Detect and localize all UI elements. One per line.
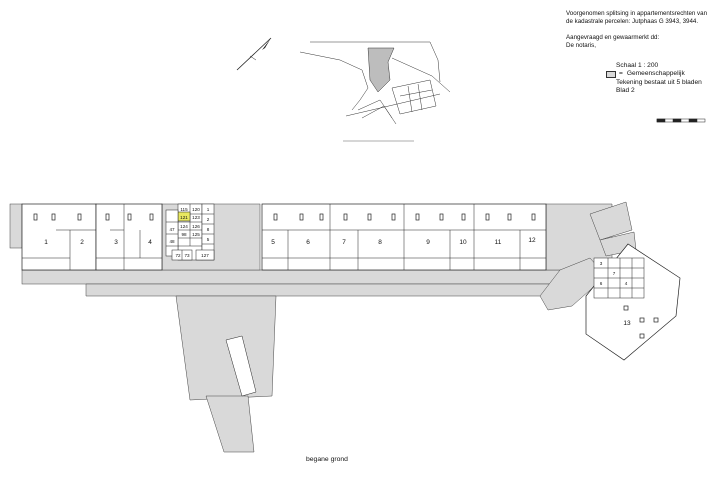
storage-label: 4 <box>625 281 628 286</box>
unit-label-10: 10 <box>459 239 467 246</box>
storage-label: 47 <box>169 227 175 232</box>
unit-label-9: 9 <box>426 239 430 246</box>
unit-label-5: 5 <box>271 239 275 246</box>
legend: Schaal 1 : 200 = Gemeenschappelijk Teken… <box>606 62 702 96</box>
storage-label: 124 <box>180 224 188 229</box>
title-line-1: Voorgenomen splitsing in appartementsrec… <box>566 10 708 17</box>
legend-common-row: = Gemeenschappelijk <box>606 70 702 79</box>
storage-label: 5 <box>207 237 210 242</box>
title-block: Voorgenomen splitsing in appartementsrec… <box>566 10 707 50</box>
title-line-4: De notaris, <box>566 42 596 49</box>
unit-label-1: 1 <box>44 239 48 246</box>
title-line-2: de kadastrale percelen: Jutphaas G 3943,… <box>566 18 699 25</box>
north-arrow-icon <box>236 37 272 71</box>
unit-1-2-block <box>21 203 97 271</box>
situation-map <box>299 41 451 125</box>
unit-label-2: 2 <box>80 239 84 246</box>
unit-label-11: 11 <box>495 239 502 246</box>
storage-label: 120 <box>192 207 200 212</box>
unit-label-6: 6 <box>306 239 310 246</box>
unit-labels: 1 2 3 4 5 6 7 8 9 10 11 12 13 <box>44 237 631 327</box>
scale-bar <box>656 118 706 123</box>
storage-label: 98 <box>181 232 187 237</box>
storage-label: 2 <box>207 217 210 222</box>
storage-labels: 115 120 121 123 1 124 126 2 47 48 98 125… <box>169 207 627 286</box>
legend-scale: Schaal 1 : 200 <box>616 62 659 69</box>
storage-label: 73 <box>184 253 190 258</box>
storage-label: 72 <box>175 253 181 258</box>
legend-sheets: Tekening bestaat uit 5 bladen <box>616 78 702 86</box>
unit-label-13: 13 <box>623 320 631 327</box>
unit-label-4: 4 <box>148 239 152 246</box>
unit-label-7: 7 <box>342 239 346 246</box>
common-swatch-icon <box>606 71 616 79</box>
storage-label: 48 <box>169 239 175 244</box>
storage-label: 1 <box>207 207 210 212</box>
floor-label: begane grond <box>306 456 348 463</box>
legend-sheet: Blad 2 <box>616 87 635 95</box>
storage-label: 7 <box>613 271 616 276</box>
interior-walls <box>22 203 645 397</box>
unit-label-8: 8 <box>378 239 382 246</box>
storage-label: 3 <box>600 261 603 266</box>
storage-label: 8 <box>207 227 210 232</box>
storage-label: 126 <box>192 224 200 229</box>
unit-label-3: 3 <box>114 239 118 246</box>
unit-label-12: 12 <box>528 237 536 244</box>
storage-label: 6 <box>600 281 603 286</box>
storage-label: 127 <box>201 253 209 258</box>
window-marks <box>33 213 659 339</box>
legend-common: Gemeenschappelijk <box>626 70 685 78</box>
title-line-3: Aangevraagd en gewaarmerkt dd: <box>566 34 660 41</box>
storage-label: 121 <box>180 215 188 220</box>
storage-label: 125 <box>192 232 200 237</box>
storage-label: 115 <box>180 207 188 212</box>
storage-label: 123 <box>192 215 200 220</box>
